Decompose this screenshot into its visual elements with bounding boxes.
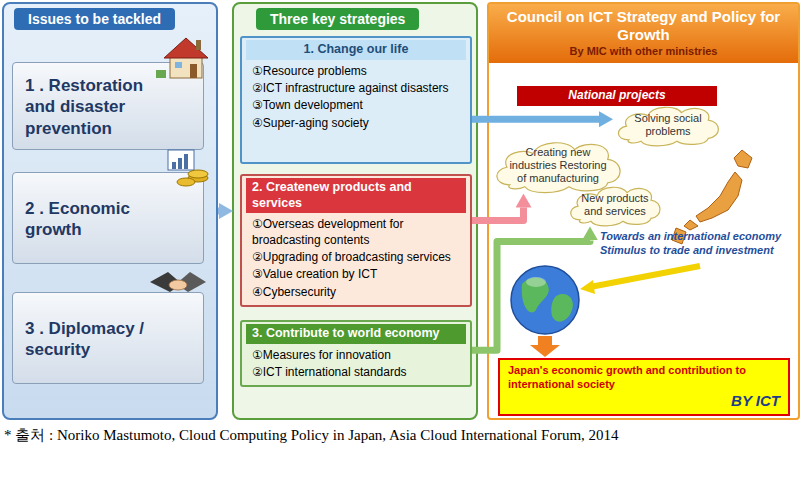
cloud-text: New products and services	[580, 192, 650, 218]
house-icon	[156, 38, 208, 78]
strategy-item: ④Cybersecurity	[242, 284, 470, 301]
globe-part	[551, 294, 573, 322]
coins-chart-icon-part	[178, 158, 182, 169]
strategy-item: ①Measures for innovation	[242, 347, 470, 364]
cloud-outline	[565, 182, 665, 227]
strategy-item: ②ICT infrastructure against disasters	[242, 80, 470, 97]
orange-down-arrow	[530, 336, 560, 357]
strategy-arrow	[472, 116, 599, 123]
issue-box: 1 . Restoration and disaster prevention	[12, 62, 204, 150]
strategy-item: ①Overseas development for broadcasting c…	[242, 216, 470, 249]
issue-box: 2 . Economic growth	[12, 172, 204, 264]
strategy-item: ③Value creation by ICT	[242, 266, 470, 283]
strategy-box: 3. Contribute to world economy ①Measures …	[240, 320, 472, 387]
strategy-item: ③Town development	[242, 97, 470, 114]
cloud-text: Creating new industries Restoring of man…	[504, 146, 612, 186]
council-panel: Council on ICT Strategy and Policy for G…	[487, 2, 800, 420]
strategy-arrow	[218, 208, 219, 215]
globe	[511, 266, 579, 334]
strategy-header-bar: 3. Contribute to world economy	[246, 324, 466, 344]
yellow-arrow-part	[580, 280, 595, 294]
note-text: Towards an international economy Stimulu…	[600, 230, 794, 258]
coins-chart-icon	[168, 150, 208, 186]
japan-map-part	[734, 150, 752, 168]
globe-part	[522, 277, 549, 312]
issue-text: 1 . Restoration and disaster prevention	[25, 75, 159, 139]
japan-map-part	[696, 172, 742, 222]
yellow-arrow-part	[590, 266, 700, 287]
cloud-outline	[612, 102, 724, 147]
issues-panel: Issues to be tackled 1 . Restoration and …	[2, 2, 218, 420]
strategy-arrow	[472, 208, 524, 221]
coins-chart-icon-part	[177, 178, 195, 186]
coins-chart-icon-part	[188, 170, 208, 178]
handshake-icon-part	[150, 272, 182, 292]
globe-part	[511, 266, 579, 334]
council-subtitle: By MIC with other ministries	[497, 44, 790, 58]
bar-text: National projects	[517, 86, 717, 104]
japan-map	[672, 150, 752, 244]
panel-tab: Three key strategies	[256, 8, 419, 30]
handshake-icon-part	[176, 272, 206, 292]
goal-text: Japan's economic growth and contribution…	[508, 364, 780, 392]
house-icon-part	[156, 70, 166, 78]
strategy-item: ①Resource problems	[242, 63, 470, 80]
handshake-icon-part	[169, 280, 187, 290]
japan-map-part	[684, 220, 698, 230]
cloud-outline-path	[497, 143, 620, 193]
coins-chart-icon-part	[168, 150, 194, 170]
issue-box: 3 . Diplomacy / security	[12, 292, 204, 384]
orange-down-arrow-part	[538, 336, 552, 346]
panel-tab: Issues to be tackled	[14, 8, 175, 30]
strategy-box: 1. Change our life ①Resource problems②ICT…	[240, 36, 472, 164]
strategy-item: ②ICT international standards	[242, 364, 470, 381]
coins-chart-icon-part	[172, 162, 176, 169]
cloud-outline-path	[571, 187, 660, 226]
strategies-panel: Three key strategies 1. Change our life ①R…	[232, 2, 478, 420]
handshake-icon	[150, 272, 206, 292]
issue-text: 2 . Economic growth	[25, 198, 159, 241]
house-icon-part	[170, 56, 202, 78]
coins-chart-icon-part	[188, 174, 208, 182]
goal-slogan: BY ICT	[508, 392, 780, 410]
house-icon-part	[190, 64, 197, 78]
strategy-header-bar: 2. Createnew products and services	[246, 178, 466, 213]
national-projects-bar: National projects	[517, 86, 717, 106]
cloud-shape: Solving social problems	[612, 102, 724, 147]
yellow-arrow	[580, 266, 700, 294]
cloud-shape: Creating new industries Restoring of man…	[489, 136, 627, 195]
panel-heading: Issues to be tackled	[28, 11, 161, 27]
cloud-shape: New products and services	[565, 182, 665, 227]
council-title: Council on ICT Strategy and Policy for G…	[497, 8, 790, 44]
house-icon-part	[164, 38, 208, 58]
goal-box: Japan's economic growth and contribution…	[498, 358, 790, 416]
orange-down-arrow-part	[530, 345, 560, 357]
council-header: Council on ICT Strategy and Policy for G…	[489, 4, 798, 63]
house-icon-part	[175, 62, 182, 68]
strategy-heading: 3. Contribute to world economy	[252, 326, 460, 342]
issue-text: 3 . Diplomacy / security	[25, 318, 159, 361]
coins-chart-icon-part	[184, 154, 188, 169]
panel-heading: Three key strategies	[270, 11, 405, 27]
strategy-box: 2. Createnew products and services ①Overs…	[240, 174, 472, 307]
strategy-heading: 1. Change our life	[252, 42, 460, 58]
globe-part	[526, 277, 546, 287]
strategy-arrow	[472, 240, 590, 350]
cloud-outline-path	[618, 107, 718, 146]
strategy-header-bar: 1. Change our life	[246, 40, 466, 60]
strategy-item: ②Upgrading of broadcasting services	[242, 249, 470, 266]
strategy-heading: 2. Createnew products and services	[252, 180, 460, 211]
cloud-text: Solving social problems	[627, 112, 709, 138]
house-icon-part	[196, 40, 201, 50]
source-caption: * 출처 : Noriko Mastumoto, Cloud Computing…	[4, 426, 794, 446]
strategy-item: ④Super-aging society	[242, 115, 470, 132]
